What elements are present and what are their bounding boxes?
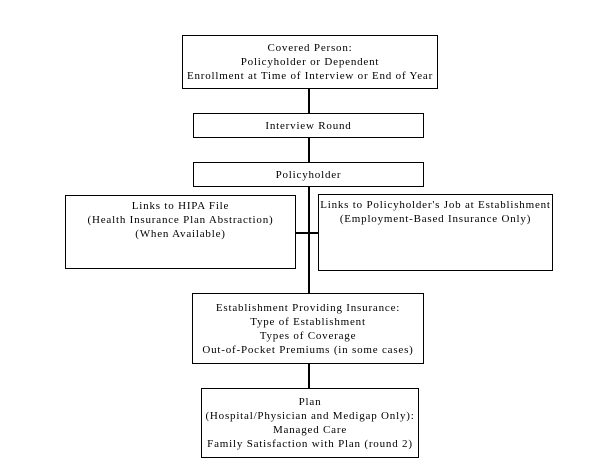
- box-text-line: Plan: [298, 396, 322, 408]
- box-text-line: (When Available): [135, 228, 226, 240]
- connector-establishment-to-plan: [308, 363, 310, 388]
- box-text-line: Enrollment at Time of Interview or End o…: [186, 70, 434, 82]
- connector-side-boxes: [296, 232, 318, 234]
- box-text-line: Family Satisfaction with Plan (round 2): [207, 438, 413, 450]
- establishment-box: Establishment Providing Insurance: Type …: [192, 293, 424, 364]
- box-text-line: Establishment Providing Insurance:: [215, 301, 401, 314]
- box-text-line: Policyholder or Dependent: [240, 56, 380, 68]
- box-text-line: Managed Care: [272, 424, 348, 436]
- box-text-line: Out-of-Pocket Premiums (in some cases): [202, 343, 414, 356]
- connector-policyholder-to-establishment: [308, 186, 310, 293]
- policyholder-box: Policyholder: [193, 162, 424, 187]
- job-link-box: Links to Policyholder's Job at Establish…: [318, 194, 553, 271]
- connector-interview-to-policyholder: [308, 137, 310, 162]
- box-text-line: Links to HIPA File: [131, 200, 230, 212]
- interview-round-box: Interview Round: [193, 113, 424, 138]
- box-text-line: Interview Round: [265, 119, 352, 132]
- hipa-file-box: Links to HIPA File (Health Insurance Pla…: [65, 195, 296, 269]
- covered-person-box: Covered Person: Policyholder or Dependen…: [182, 35, 438, 89]
- box-text-line: Types of Coverage: [259, 329, 357, 342]
- box-text-line: Type of Establishment: [250, 315, 366, 328]
- box-text-line: (Health Insurance Plan Abstraction): [87, 214, 274, 226]
- box-text-line: (Employment-Based Insurance Only): [339, 213, 532, 225]
- box-text-line: (Hospital/Physician and Medigap Only):: [205, 410, 415, 422]
- box-text-line: Covered Person:: [267, 42, 353, 54]
- plan-box: Plan (Hospital/Physician and Medigap Onl…: [201, 388, 419, 458]
- box-text-line: Policyholder: [275, 168, 342, 181]
- connector-covered-to-interview: [308, 88, 310, 113]
- box-text-line: Links to Policyholder's Job at Establish…: [320, 199, 551, 211]
